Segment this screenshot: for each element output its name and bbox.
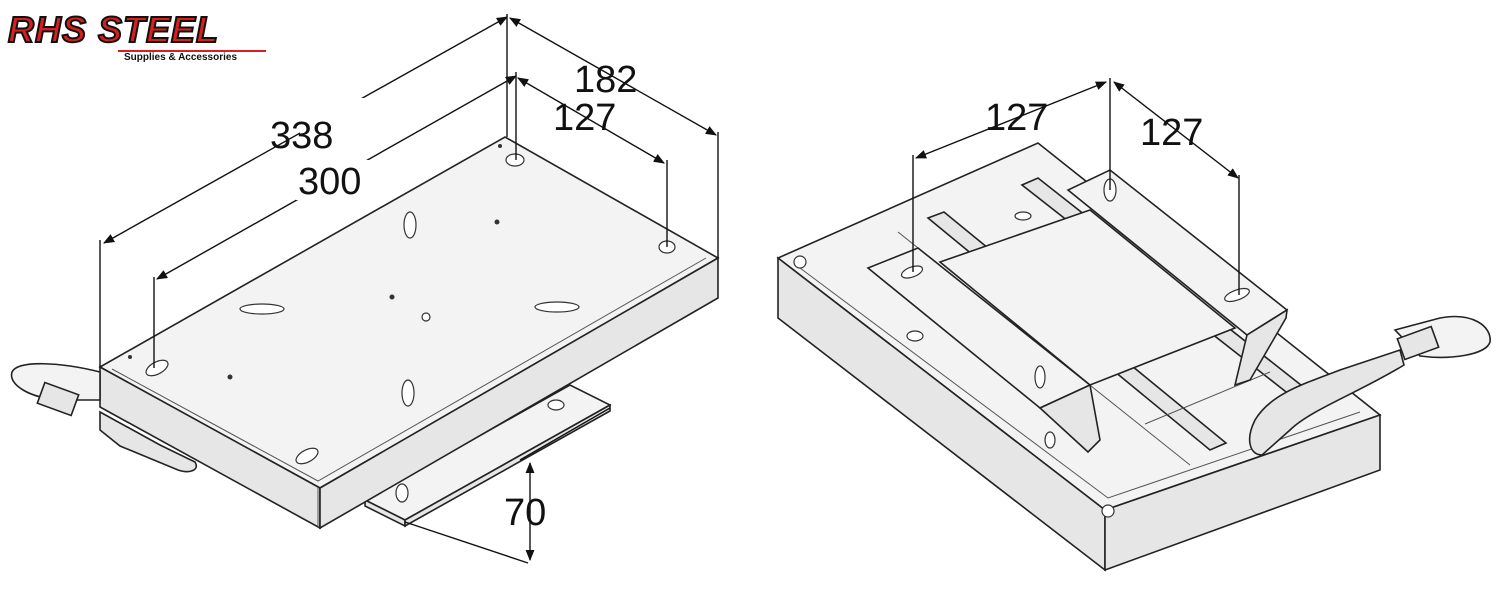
dim-70-label: 70 (504, 492, 546, 534)
dim-338-label: 338 (270, 115, 333, 157)
right-release-lever (1248, 315, 1491, 456)
right-seat-slide-drawing: 127 127 (776, 78, 1491, 572)
right-base-side-edge (1104, 413, 1381, 572)
dim-127-label-right-b: 127 (1140, 112, 1203, 154)
left-seat-slide-drawing: 338 300 182 127 70 (10, 14, 720, 564)
left-lower-slide-plate (363, 384, 612, 528)
logo-rhs-text: RHS (7, 8, 88, 51)
dim-127-label-right-a: 127 (985, 97, 1048, 139)
left-release-lever (10, 362, 197, 473)
dim-127-label-left: 127 (553, 97, 616, 139)
right-dimension-lines (912, 78, 1240, 295)
left-plate-side-edge (319, 256, 719, 530)
dim-300-label: 300 (298, 161, 361, 203)
right-mounting-bracket (866, 169, 1289, 454)
dim-182-label: 182 (574, 59, 637, 101)
